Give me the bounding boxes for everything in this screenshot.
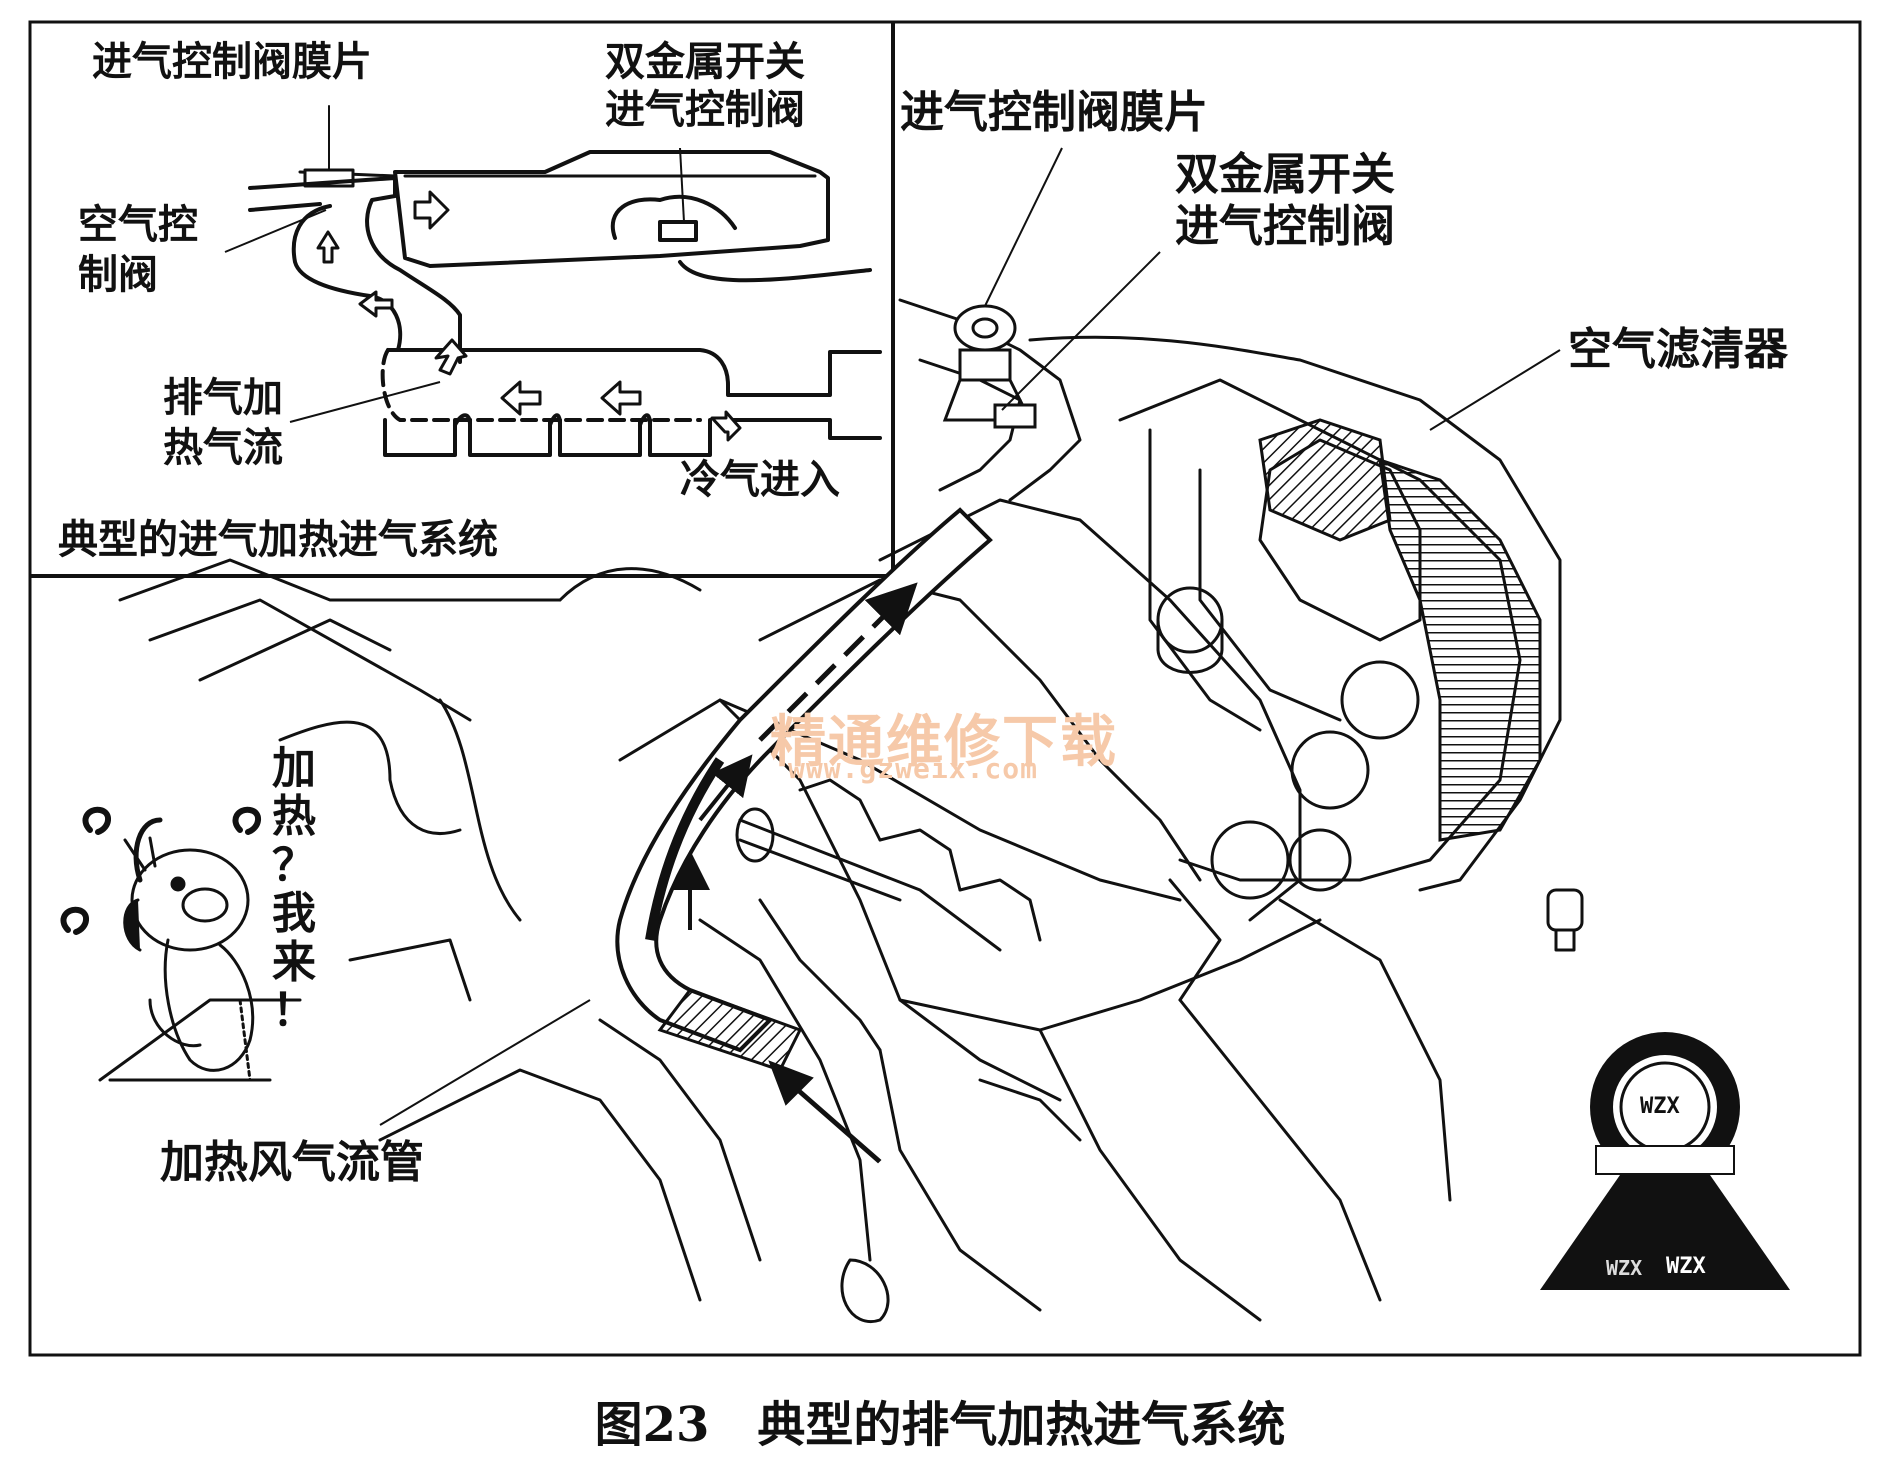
watermark-url: www.gzweix.com	[788, 752, 1039, 785]
inset-diaphragm-label: 进气控制阀膜片	[92, 39, 372, 85]
inset-flow-arrows	[316, 190, 742, 442]
inset-frame	[30, 22, 895, 578]
inset-exhaust-label-line2: 热气流	[163, 425, 283, 471]
air-filter-element	[1258, 418, 1542, 842]
inset-air-valve-label-line1: 空气控	[78, 202, 198, 248]
main-bimetal-label-line1: 双金属开关	[1175, 149, 1395, 200]
hot-air-duct-label: 加热风气流管	[160, 1137, 424, 1188]
air-cleaner-label: 空气滤清器	[1568, 324, 1788, 375]
main-diaphragm-label: 进气控制阀膜片	[900, 87, 1208, 138]
seal-top-text: WZX	[1640, 1094, 1680, 1119]
wzx-seal	[1540, 1032, 1790, 1290]
outer-frame	[28, 20, 1862, 1357]
mascot-speech: 加 热 ？ 我 来 ！	[272, 743, 316, 1036]
seal-bottom-left-text: WZX	[1606, 1256, 1643, 1280]
inset-exhaust-label-line1: 排气加	[163, 375, 283, 421]
main-bimetal-label-line2: 进气控制阀	[1175, 201, 1395, 252]
mascot-figure	[60, 806, 272, 1082]
watermark-text: 精通维修下载	[770, 710, 1118, 775]
inset-bimetal-label-line2: 进气控制阀	[605, 87, 805, 133]
figure-caption: 图23 典型的排气加热进气系统	[594, 1397, 1286, 1453]
inset-title: 典型的进气加热进气系统	[58, 517, 498, 563]
inset-schematic	[248, 105, 882, 457]
inset-leader-lines	[224, 147, 685, 423]
hot-air-duct	[615, 507, 993, 1164]
inset-air-valve-label-line2: 制阀	[78, 252, 158, 298]
intake-neck	[942, 304, 1037, 429]
seal-bottom-right-text: WZX	[1666, 1254, 1706, 1279]
main-leader-lines	[379, 147, 1561, 1126]
inset-cold-air-label: 冷气进入	[680, 457, 840, 503]
inset-bimetal-label-line1: 双金属开关	[605, 39, 805, 85]
